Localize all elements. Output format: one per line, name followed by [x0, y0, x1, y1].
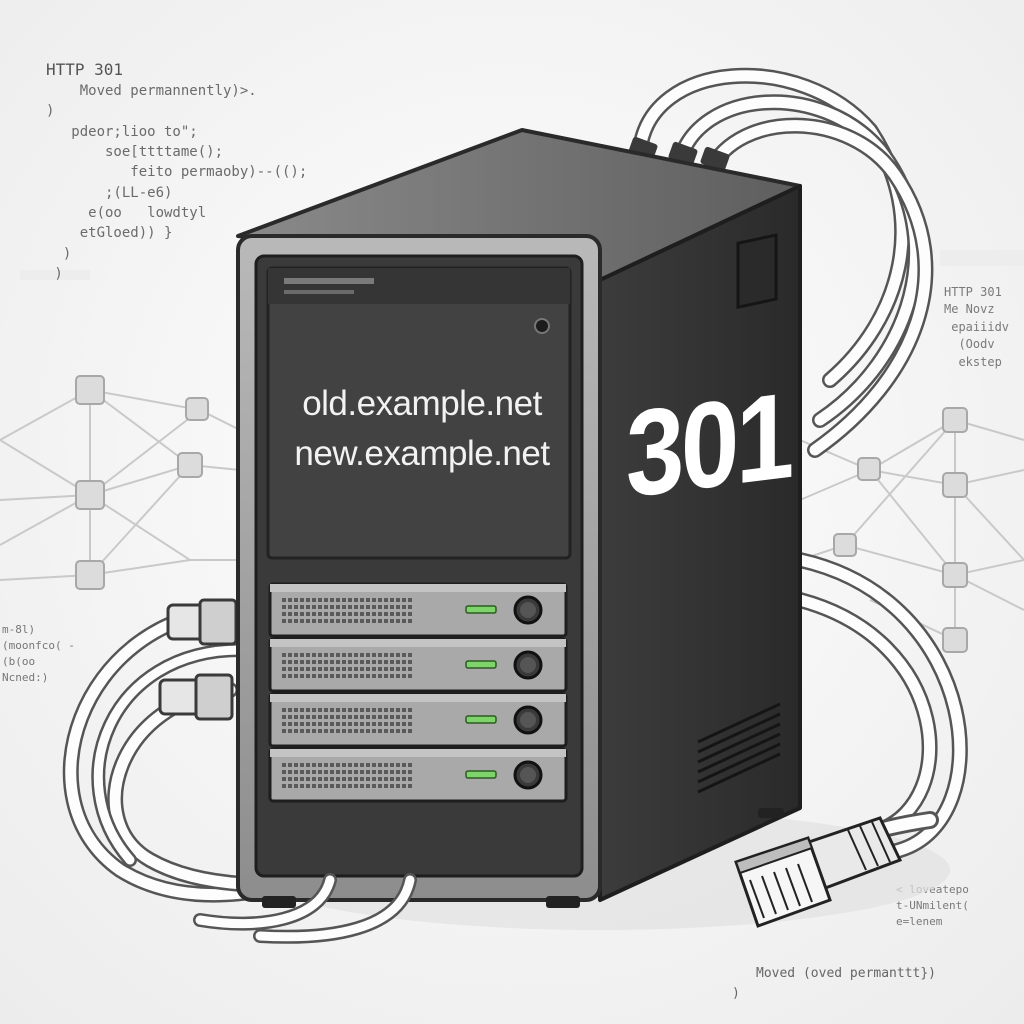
code-line: e(oo lowdtyl [46, 204, 207, 221]
drive-bay [268, 582, 568, 638]
code-snippet-top-right: HTTP 301 Me Novz epaiiidv (Oodv ekstep [944, 284, 1009, 371]
top-cable-bundle [632, 67, 934, 458]
code-line: (b(oo [2, 654, 36, 668]
drive-bay [268, 637, 568, 693]
new-url-text: new.example.net [294, 434, 550, 473]
code-line: etGloed)) } [46, 225, 173, 242]
vent-grille [282, 708, 412, 733]
status-led-icon [465, 660, 497, 669]
drive-bay [268, 747, 568, 803]
code-line: HTTP 301 [944, 285, 1002, 299]
code-line: m-8l) [2, 623, 36, 636]
status-led-icon [465, 605, 497, 614]
code-line: ) [46, 245, 72, 262]
caption-moved-permanently: Moved (oved permanttt}) [756, 966, 937, 981]
old-url-text: old.example.net [302, 384, 542, 423]
vent-grille [282, 653, 412, 678]
rj45-plug-icon [158, 598, 238, 721]
code-line: ;(LL-e6) [46, 184, 173, 201]
code-line: Moved permannently)>. [46, 83, 257, 100]
drive-bay [268, 692, 568, 748]
code-line: pdeor;lioo to"; [46, 123, 198, 140]
code-line: Ncned:) [2, 670, 49, 684]
code-line: ekstep [944, 354, 1002, 369]
status-led-icon [465, 715, 497, 724]
code-line: (moonfco( - [2, 638, 75, 652]
status-led-icon [465, 770, 497, 779]
vent-grille [282, 598, 412, 623]
code-line: (Oodv [944, 337, 995, 352]
code-line: soe[ttttame(); [46, 144, 224, 161]
code-line: epaiiidv [944, 319, 1010, 334]
code-line: ) [46, 103, 55, 120]
caption-brace: ) [732, 986, 740, 1001]
drive-bay-stack [268, 582, 568, 803]
status-code-301: 301 [626, 366, 791, 523]
vent-grille [282, 763, 412, 788]
code-snippet-top-left: HTTP 301 Moved permannently)>.) pdeor;li… [46, 58, 307, 284]
rj45-plug-icon [734, 811, 939, 928]
code-line: t-UNmilent( [896, 898, 969, 912]
code-line: feito permaoby)--((); [46, 164, 308, 181]
code-line: Me Novz [944, 302, 995, 317]
power-led-icon [534, 318, 550, 334]
code-line: e=lenem [896, 914, 943, 928]
code-line: HTTP 301 [46, 60, 124, 79]
code-line: ) [46, 265, 63, 282]
